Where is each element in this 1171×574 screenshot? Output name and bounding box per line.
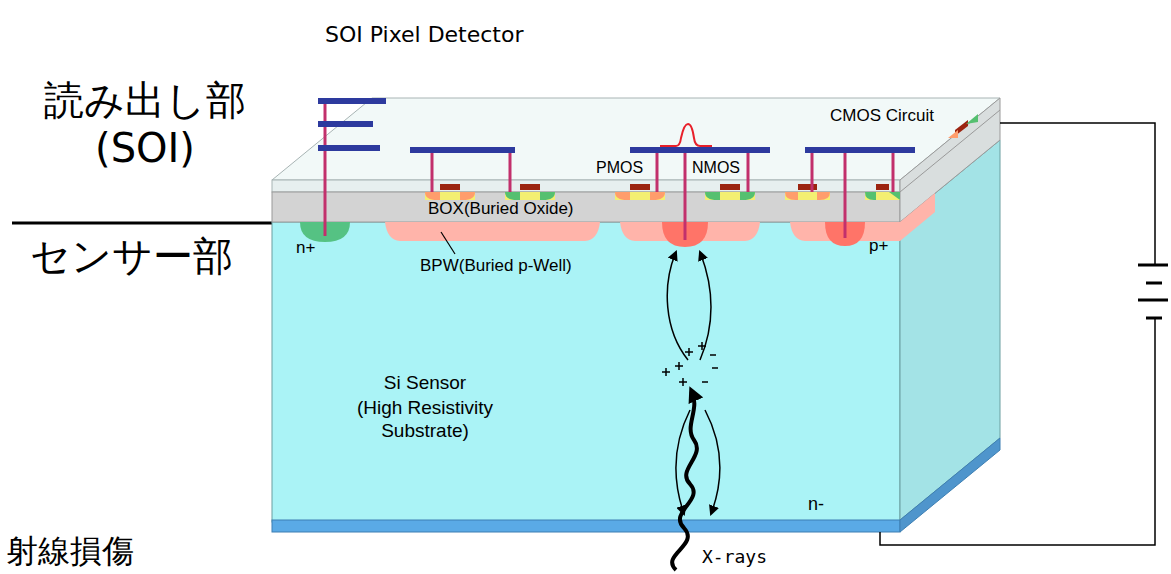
charge-symbol xyxy=(665,368,667,376)
part-label: PMOS xyxy=(596,158,643,177)
via-line xyxy=(325,103,893,240)
box-layer xyxy=(272,192,900,222)
nmos-transistor xyxy=(865,192,900,200)
nmos-transistor xyxy=(865,184,900,200)
heading-text: 射線損傷 xyxy=(6,532,134,570)
battery-symbol xyxy=(1138,264,1168,267)
charge-symbol xyxy=(688,348,690,356)
pmos-transistor xyxy=(650,192,665,200)
buried-p-well xyxy=(385,222,600,241)
nmos-transistor xyxy=(876,184,889,190)
nmos-transistor xyxy=(505,192,555,200)
metal-wire xyxy=(318,121,373,127)
buried-p-well-side xyxy=(900,193,935,241)
wells xyxy=(300,193,935,247)
nmos-transistor xyxy=(705,192,755,200)
battery-symbol xyxy=(1146,282,1162,285)
leader-line xyxy=(441,232,455,254)
transistor-far xyxy=(966,114,978,124)
battery-symbol xyxy=(1138,265,1168,318)
battery-symbol xyxy=(1146,317,1162,320)
pmos-transistor xyxy=(785,192,798,200)
glass-top xyxy=(272,98,1000,180)
section-label: 読み出し部 (SOI) xyxy=(30,76,260,172)
nmos-transistor xyxy=(720,184,740,190)
back-electrode xyxy=(272,520,900,532)
part-label: (High Resistivity Substrate) xyxy=(335,397,515,443)
pmos-transistor xyxy=(615,192,665,200)
drift-arrow xyxy=(705,410,720,514)
part-label: CMOS Circuit xyxy=(830,106,934,126)
pmos-transistor xyxy=(817,192,830,200)
pmos-transistor xyxy=(460,192,475,200)
section-label: センサー部 xyxy=(30,232,233,280)
via-line xyxy=(509,153,512,192)
drift-arrow xyxy=(676,410,690,514)
pmos-transistor xyxy=(425,192,440,200)
drift-arrow xyxy=(667,252,720,514)
pmos-transistor xyxy=(630,184,650,190)
metal-wire xyxy=(630,147,770,153)
charge-symbol xyxy=(712,367,718,369)
doping-label: n+ xyxy=(296,238,315,258)
metal-wire xyxy=(410,147,515,153)
via-line xyxy=(844,153,847,238)
charge-symbol xyxy=(662,342,718,396)
nmos-transistor xyxy=(865,192,876,200)
part-label: Si Sensor xyxy=(335,372,515,395)
back-electrode-side xyxy=(900,438,1000,532)
charge-symbol xyxy=(710,354,716,356)
doping-label: n- xyxy=(808,494,824,516)
drift-arrow xyxy=(700,252,711,360)
charge-symbol xyxy=(702,381,708,383)
bias-wire xyxy=(880,318,1155,545)
pmos-transistor xyxy=(425,192,475,200)
sensor-front xyxy=(272,222,900,522)
metal-wire xyxy=(318,98,386,104)
bias-wire xyxy=(880,123,1155,545)
pmos-transistor xyxy=(785,192,830,200)
pmos-transistor xyxy=(798,184,817,190)
pmos-transistor xyxy=(615,192,630,200)
via-line xyxy=(811,153,814,192)
via-line xyxy=(431,153,434,192)
via-line xyxy=(684,153,687,240)
drift-arrow xyxy=(667,252,688,360)
glass-front xyxy=(272,180,900,192)
transistor-far xyxy=(948,130,958,138)
part-label: NMOS xyxy=(692,158,740,177)
soi-layers xyxy=(272,98,1000,222)
doping-label: p+ xyxy=(869,236,888,256)
layer-label: BOX(Buried Oxide) xyxy=(428,199,574,219)
nmos-transistor xyxy=(505,184,555,200)
x-ray-arrow xyxy=(672,392,697,570)
part-label: BPW(Buried p-Well) xyxy=(420,256,572,276)
charge-symbol xyxy=(701,342,703,350)
via-line xyxy=(747,153,750,192)
nmos-transistor xyxy=(540,192,555,200)
pmos-transistor xyxy=(785,184,830,200)
radiation-label: X-rays xyxy=(702,546,767,568)
metal-wire xyxy=(805,147,915,153)
via-line xyxy=(892,153,895,192)
nmos-transistor xyxy=(740,192,755,200)
via-line xyxy=(656,153,659,192)
nmos-transistor xyxy=(505,192,520,200)
divider-line xyxy=(12,222,272,225)
metal-wire xyxy=(318,98,915,153)
nmos-transistor xyxy=(520,184,540,190)
transistor-far xyxy=(948,114,978,138)
sensor-block xyxy=(272,140,1000,532)
nmos-transistor xyxy=(705,192,720,200)
signal-pulse xyxy=(660,124,712,146)
battery-symbol xyxy=(1138,299,1168,302)
charge-symbol xyxy=(682,378,684,386)
pmos-transistor xyxy=(440,184,460,190)
charge-symbol xyxy=(678,362,680,370)
diagram-title: SOI Pixel Detector xyxy=(325,22,524,48)
metal-wire xyxy=(318,145,380,151)
nmos-transistor xyxy=(889,192,900,200)
bias-wire xyxy=(1000,123,1155,265)
